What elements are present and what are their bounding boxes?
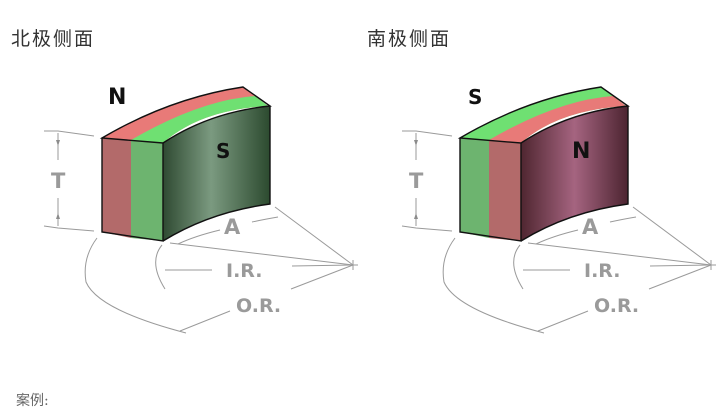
top-pole-label: S <box>468 85 482 109</box>
face-pole-label: N <box>572 139 590 164</box>
inner-radius-label: I.R. <box>226 260 263 282</box>
magnet-side-red <box>489 140 521 241</box>
thickness-label: T <box>409 169 424 193</box>
face-pole-label: S <box>216 139 230 163</box>
magnet-side-red <box>102 138 131 238</box>
south-side-heading: 南极侧面 <box>367 28 452 50</box>
angle-label: A <box>224 215 241 239</box>
dimension-lines <box>401 130 716 334</box>
example-caption: 案例: <box>16 393 49 409</box>
south-pole-magnet-diagram: S N T A I.R. O.R. <box>401 85 716 334</box>
angle-label: A <box>582 215 599 239</box>
north-side-heading: 北极侧面 <box>11 28 96 50</box>
dimension-arrows <box>414 140 418 219</box>
north-pole-magnet-diagram: N S T A I.R. O.R. <box>43 85 358 334</box>
magnet-side-green <box>131 140 163 241</box>
thickness-label: T <box>51 169 66 193</box>
magnet-top-north-strip <box>489 96 626 143</box>
magnet-front-face <box>521 106 628 241</box>
magnet-front-face <box>163 106 270 241</box>
top-pole-label: N <box>108 85 126 110</box>
magnet-outline <box>99 86 272 242</box>
outer-radius-label: O.R. <box>236 295 281 317</box>
outer-radius-label: O.R. <box>594 295 639 317</box>
magnet-side-green <box>460 138 489 238</box>
dimension-lines <box>43 130 358 334</box>
magnet-top-south-strip <box>131 96 268 143</box>
inner-radius-label: I.R. <box>584 260 621 282</box>
dimension-arrows <box>56 140 60 219</box>
magnet-outline <box>457 86 630 242</box>
